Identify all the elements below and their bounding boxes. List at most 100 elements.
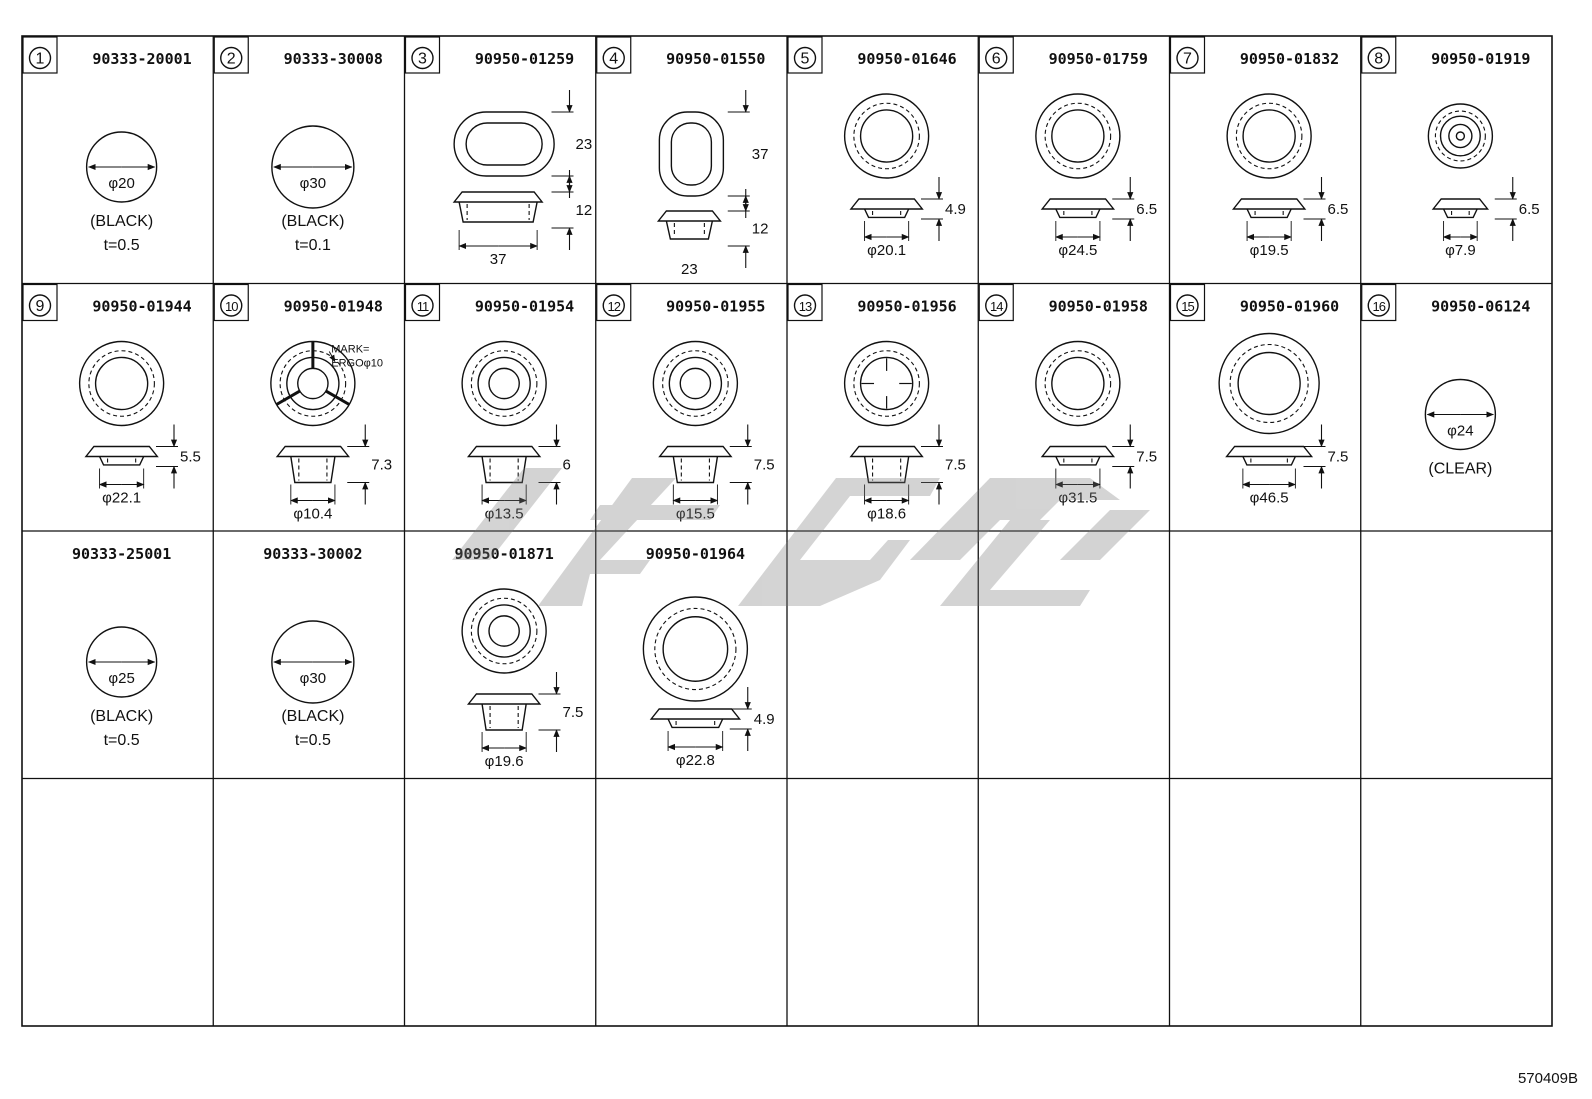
width-dim: 37 [490, 251, 507, 268]
index-box [213, 36, 249, 74]
index-box [213, 283, 249, 322]
height-dim: 7.5 [754, 457, 775, 474]
height-dim: 7.3 [371, 457, 392, 474]
part-number: 90950-01871 [454, 545, 553, 563]
grommet-middle [1237, 351, 1301, 416]
oval-outer [453, 111, 555, 177]
body-profile [481, 456, 527, 484]
height-dim: 4.9 [754, 711, 775, 728]
thickness-dim: 12 [576, 202, 593, 219]
flange-profile [1431, 198, 1490, 210]
index-box [22, 283, 58, 322]
part-cell[interactable]: 9 90950-01944 5.5 φ22.1 [22, 283, 201, 507]
flange-profile [656, 210, 722, 222]
grommet-dashed [654, 607, 737, 691]
grommet-outer [1226, 93, 1312, 179]
thickness-dim: 12 [752, 221, 769, 238]
index-circle [28, 46, 52, 70]
flange-profile [84, 445, 159, 458]
grommet-middle [859, 109, 914, 163]
diameter-dim: φ31.5 [1058, 490, 1097, 507]
index-number: 2 [227, 51, 236, 68]
diameter-label: φ30 [300, 670, 326, 687]
part-note: (BLACK) [281, 708, 344, 725]
body-profile [863, 208, 910, 219]
flange-profile [658, 445, 733, 458]
index-box [404, 36, 441, 74]
index-number: 11 [417, 299, 429, 314]
index-circle [793, 294, 817, 317]
index-box [787, 36, 823, 74]
diameter-dim: φ20.1 [867, 242, 906, 259]
index-number: 10 [225, 299, 238, 314]
body-profile [481, 703, 527, 731]
index-box [22, 36, 58, 74]
index-number: 1 [36, 51, 45, 68]
grommet-middle [477, 604, 531, 658]
grommet-outer [1035, 93, 1121, 179]
flange-profile [849, 198, 924, 210]
index-box [404, 283, 441, 322]
grommet-dashed [662, 350, 729, 417]
flange-profile [1040, 445, 1116, 458]
plug-circle [271, 620, 355, 704]
grommet-outer [461, 340, 547, 427]
index-box [978, 283, 1014, 322]
height-dim: 5.5 [180, 449, 201, 466]
index-circle [602, 46, 625, 70]
grommet-middle [477, 356, 531, 411]
height-dim: 37 [752, 146, 769, 163]
flange-profile [1231, 198, 1307, 210]
diameter-dim: φ19.6 [485, 753, 524, 770]
part-number: 90950-01919 [1431, 50, 1530, 68]
index-circle [793, 46, 817, 70]
body-profile [290, 456, 336, 484]
ergo-slot [325, 389, 350, 406]
index-number: 8 [1374, 51, 1383, 68]
width-label: 23 [681, 261, 698, 278]
flange-profile [452, 191, 544, 203]
flange-profile [1040, 198, 1116, 210]
grommet-middle [1051, 109, 1105, 163]
height-dim: 7.5 [945, 457, 966, 474]
index-number: 5 [801, 51, 810, 68]
index-circle [28, 294, 52, 317]
index-box [596, 283, 632, 322]
part-number: 90950-01944 [92, 298, 191, 316]
diameter-dim: φ22.1 [102, 490, 141, 507]
part-number: 90950-01948 [284, 298, 383, 316]
diameter-dim: φ22.8 [676, 752, 715, 769]
index-number: 14 [990, 299, 1003, 314]
grommet-outer [843, 340, 930, 427]
grommet-inner [488, 367, 520, 400]
watermark-logo [452, 468, 1150, 606]
grommet-middle [1439, 115, 1481, 157]
oval-outer [658, 111, 725, 197]
part-number: 90950-01832 [1240, 50, 1339, 68]
flange-profile [466, 693, 542, 705]
grommet-inner [297, 367, 329, 400]
index-circle [1367, 294, 1390, 317]
index-number: 9 [36, 298, 45, 315]
height-dim: 7.5 [1136, 449, 1157, 466]
